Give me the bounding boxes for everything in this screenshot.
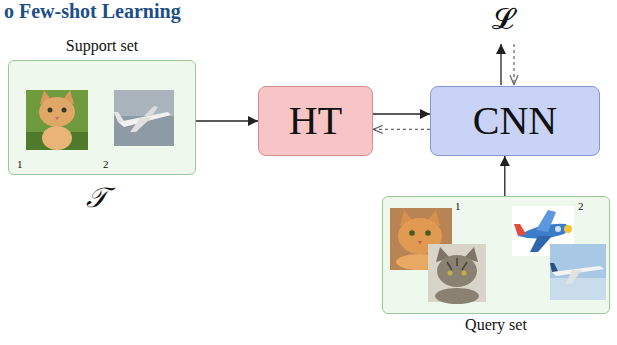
airliner-photo <box>550 244 606 300</box>
box-label: CNN <box>473 98 557 144</box>
set-caption: Support set <box>66 37 138 55</box>
flow-arrow <box>196 120 258 121</box>
kitten-photo <box>26 90 88 150</box>
flow-arrow <box>373 113 430 114</box>
callout-number: 2 <box>578 200 584 213</box>
task-symbol: 𝒯 <box>86 182 107 214</box>
airplane-photo <box>114 90 174 146</box>
callout-number: 1 <box>17 158 23 171</box>
gradient-arrow <box>513 44 514 85</box>
feedback-arrow <box>373 129 430 130</box>
flow-arrow <box>504 156 505 196</box>
cnn-box: CNN <box>430 86 600 156</box>
loss-arrow <box>500 44 501 85</box>
set-caption: Query set <box>465 316 527 334</box>
loss-symbol: 𝓛 <box>492 2 514 37</box>
callout-number: 1 <box>455 200 461 213</box>
tabby-photo <box>428 244 486 304</box>
ht-box: HT <box>258 86 373 156</box>
box-label: HT <box>289 98 342 144</box>
callout-number: 2 <box>103 158 109 171</box>
slide-title: o Few-shot Learning <box>4 0 181 23</box>
